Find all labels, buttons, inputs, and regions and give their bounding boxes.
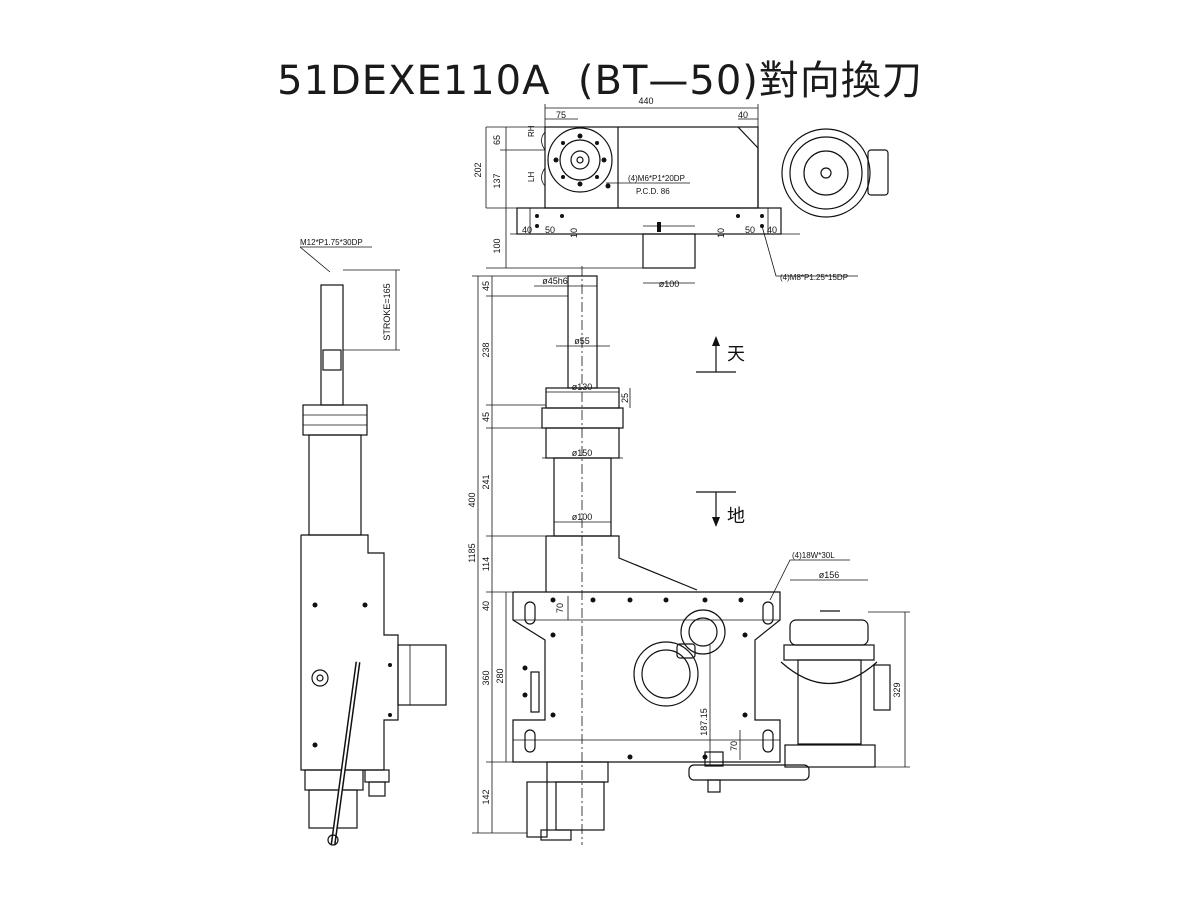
side-motor-stub xyxy=(397,644,447,706)
note-m6: (4)M6*P1*20DP xyxy=(628,174,685,183)
dim-phi100-top: ø100 xyxy=(659,279,680,289)
dim-400: 400 xyxy=(467,492,477,507)
side-flange xyxy=(302,404,368,436)
left-side-view xyxy=(299,246,447,846)
top-base-plate xyxy=(516,207,782,235)
dim-10-left: 10 xyxy=(569,228,579,238)
dim-45-mid: 45 xyxy=(481,412,491,422)
spindle-flange xyxy=(547,127,613,193)
dim-45-top: 45 xyxy=(481,281,491,291)
dim-65: 65 xyxy=(492,135,502,145)
dim-40-front: 40 xyxy=(481,601,491,611)
front-gear-lower xyxy=(633,641,699,707)
note-m12: M12*P1.75*30DP xyxy=(300,238,363,247)
front-lower-housing xyxy=(555,781,605,831)
note-m8: (4)M8*P1.25*15DP xyxy=(780,273,848,282)
side-lower-housing xyxy=(308,789,358,829)
dim-280: 280 xyxy=(495,668,505,683)
dim-70-upper: 70 xyxy=(555,603,565,613)
dim-137: 137 xyxy=(492,173,502,188)
dim-10-right: 10 xyxy=(716,228,726,238)
motor-circle xyxy=(781,128,871,218)
dim-202: 202 xyxy=(473,162,483,177)
label-down: 地 xyxy=(727,506,745,526)
phi-130: ø130 xyxy=(572,382,593,392)
dim-329: 329 xyxy=(892,682,902,697)
phi-55: ø55 xyxy=(574,336,590,346)
phi-150: ø150 xyxy=(572,448,593,458)
front-gear-upper xyxy=(680,609,726,655)
side-shaft xyxy=(320,284,344,406)
dim-114: 114 xyxy=(481,557,491,571)
dim-142: 142 xyxy=(481,789,491,804)
dim-40-base-right: 40 xyxy=(767,225,777,235)
dim-100-top: 100 xyxy=(492,238,502,253)
dim-40-top: 40 xyxy=(738,110,748,120)
dim-360: 360 xyxy=(481,670,491,685)
note-18w: (4)18W*30L xyxy=(792,551,835,560)
dim-40-base-left: 40 xyxy=(522,225,532,235)
lh-label: LH xyxy=(527,172,536,182)
top-lower-housing xyxy=(642,233,696,269)
label-up: 天 xyxy=(727,344,745,364)
dim-238: 238 xyxy=(481,342,491,357)
phi-100-front: ø100 xyxy=(572,512,593,522)
dim-50-base-right: 50 xyxy=(745,225,755,235)
stroke-label: STROKE=165 xyxy=(382,283,392,340)
drawing-title: 51DEXE110A (BT—50)對向換刀 xyxy=(277,58,923,104)
dim-1185: 1185 xyxy=(467,543,477,562)
front-shaft xyxy=(567,275,598,389)
rh-label: RH xyxy=(527,125,536,137)
dim-187: 187.15 xyxy=(699,708,709,736)
dim-25: 25 xyxy=(620,393,630,403)
front-motor-cap xyxy=(789,619,869,646)
dim-70-lower: 70 xyxy=(729,741,739,751)
dim-241: 241 xyxy=(481,474,491,489)
phi-156: ø156 xyxy=(819,570,840,580)
dim-440: 440 xyxy=(638,96,653,106)
dim-75: 75 xyxy=(556,110,566,120)
top-view xyxy=(485,104,889,284)
front-motor-body xyxy=(797,659,862,745)
phi-45h6: ø45h6 xyxy=(542,276,568,286)
front-view xyxy=(472,266,910,845)
dim-50-base-left: 50 xyxy=(545,225,555,235)
note-pcd: P.C.D. 86 xyxy=(636,187,670,196)
